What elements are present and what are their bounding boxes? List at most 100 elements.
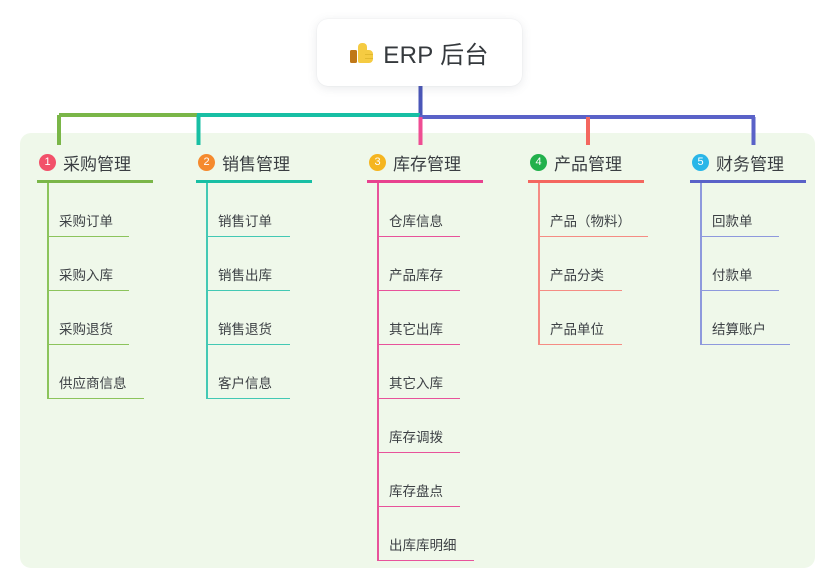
leaf-label: 其它入库: [389, 376, 443, 391]
leaf-rule: [700, 343, 790, 345]
branch-title-5: 财务管理: [716, 154, 784, 174]
branch-title-4: 产品管理: [554, 154, 622, 174]
leaf-rule: [700, 289, 779, 291]
leaf-item[interactable]: 结算账户: [690, 291, 806, 345]
leaf-item[interactable]: 采购订单: [37, 183, 153, 237]
leaf-label: 产品（物料）: [550, 214, 631, 229]
leaf-label: 库存调拨: [389, 430, 443, 445]
branch-header-3[interactable]: 3 库存管理: [367, 149, 483, 175]
leaf-group-1: 采购订单 采购入库 采购退货 供应商信息: [37, 183, 153, 399]
leaf-item[interactable]: 产品库存: [367, 237, 483, 291]
leaf-rule: [377, 235, 460, 237]
leaf-item[interactable]: 销售出库: [196, 237, 312, 291]
leaf-item[interactable]: 其它出库: [367, 291, 483, 345]
leaf-item[interactable]: 库存调拨: [367, 399, 483, 453]
branch-rule-1: [37, 180, 153, 183]
thumbs-up-icon: [350, 41, 374, 65]
leaf-rule: [47, 343, 129, 345]
leaf-stem: [377, 453, 379, 507]
leaf-item[interactable]: 付款单: [690, 237, 806, 291]
leaf-rule: [47, 289, 129, 291]
leaf-label: 结算账户: [712, 322, 766, 337]
leaf-item[interactable]: 其它入库: [367, 345, 483, 399]
leaf-item[interactable]: 产品分类: [528, 237, 644, 291]
leaf-stem: [538, 291, 540, 345]
leaf-stem: [47, 237, 49, 291]
branch-title-2: 销售管理: [222, 154, 290, 174]
leaf-stem: [538, 237, 540, 291]
leaf-label: 产品库存: [389, 268, 443, 283]
branch-column-2[interactable]: 2 销售管理 销售订单 销售出库 销售退货 客户信息: [196, 149, 312, 399]
leaf-rule: [206, 397, 290, 399]
leaf-label: 产品分类: [550, 268, 604, 283]
branch-header-2[interactable]: 2 销售管理: [196, 149, 312, 175]
leaf-stem: [206, 345, 208, 399]
branches-panel: [20, 133, 815, 568]
root-title: ERP 后台: [383, 42, 489, 69]
leaf-item[interactable]: 客户信息: [196, 345, 312, 399]
branch-badge-3: 3: [369, 153, 386, 171]
leaf-stem: [700, 237, 702, 291]
leaf-label: 库存盘点: [389, 484, 443, 499]
leaf-item[interactable]: 采购入库: [37, 237, 153, 291]
leaf-stem: [538, 183, 540, 237]
leaf-item[interactable]: 产品（物料）: [528, 183, 648, 237]
leaf-rule: [377, 451, 460, 453]
branch-column-1[interactable]: 1 采购管理 采购订单 采购入库 采购退货 供应商信息: [37, 149, 153, 399]
branch-rule-3: [367, 180, 483, 183]
leaf-rule: [206, 289, 290, 291]
leaf-rule: [538, 289, 622, 291]
leaf-label: 供应商信息: [59, 376, 127, 391]
leaf-item[interactable]: 销售退货: [196, 291, 312, 345]
leaf-rule: [538, 343, 622, 345]
leaf-stem: [47, 345, 49, 399]
leaf-group-3: 仓库信息 产品库存 其它出库 其它入库 库存调拨: [367, 183, 483, 561]
leaf-label: 付款单: [712, 268, 753, 283]
leaf-rule: [377, 559, 474, 561]
leaf-label: 销售订单: [218, 214, 272, 229]
leaf-stem: [377, 291, 379, 345]
branch-header-5[interactable]: 5 财务管理: [690, 149, 806, 175]
leaf-item[interactable]: 采购退货: [37, 291, 153, 345]
leaf-item[interactable]: 仓库信息: [367, 183, 483, 237]
leaf-item[interactable]: 库存盘点: [367, 453, 483, 507]
leaf-group-2: 销售订单 销售出库 销售退货 客户信息: [196, 183, 312, 399]
leaf-rule: [538, 235, 648, 237]
leaf-stem: [206, 291, 208, 345]
leaf-label: 销售退货: [218, 322, 272, 337]
leaf-group-5: 回款单 付款单 结算账户: [690, 183, 806, 345]
branch-header-4[interactable]: 4 产品管理: [528, 149, 644, 175]
branch-header-1[interactable]: 1 采购管理: [37, 149, 153, 175]
root-node[interactable]: ERP 后台: [317, 19, 522, 86]
leaf-rule: [377, 505, 460, 507]
leaf-label: 采购入库: [59, 268, 113, 283]
leaf-item[interactable]: 回款单: [690, 183, 806, 237]
branch-title-1: 采购管理: [63, 154, 131, 174]
branch-title-3: 库存管理: [393, 154, 461, 174]
leaf-stem: [377, 237, 379, 291]
leaf-rule: [377, 289, 460, 291]
branch-column-4[interactable]: 4 产品管理 产品（物料） 产品分类 产品单位: [528, 149, 648, 345]
leaf-item[interactable]: 出库库明细: [367, 507, 483, 561]
branch-badge-4: 4: [530, 153, 547, 171]
leaf-rule: [47, 235, 129, 237]
branch-badge-5: 5: [692, 153, 709, 171]
leaf-stem: [700, 291, 702, 345]
branch-column-3[interactable]: 3 库存管理 仓库信息 产品库存 其它出库 其它入库: [367, 149, 483, 561]
leaf-label: 产品单位: [550, 322, 604, 337]
leaf-stem: [700, 183, 702, 237]
branch-badge-2: 2: [198, 153, 215, 171]
leaf-stem: [206, 183, 208, 237]
leaf-item[interactable]: 供应商信息: [37, 345, 153, 399]
leaf-label: 其它出库: [389, 322, 443, 337]
branch-column-5[interactable]: 5 财务管理 回款单 付款单 结算账户: [690, 149, 806, 345]
leaf-item[interactable]: 销售订单: [196, 183, 312, 237]
leaf-stem: [377, 183, 379, 237]
leaf-item[interactable]: 产品单位: [528, 291, 644, 345]
leaf-label: 采购退货: [59, 322, 113, 337]
leaf-stem: [47, 291, 49, 345]
branch-badge-1: 1: [39, 153, 56, 171]
leaf-rule: [47, 397, 144, 399]
leaf-label: 采购订单: [59, 214, 113, 229]
